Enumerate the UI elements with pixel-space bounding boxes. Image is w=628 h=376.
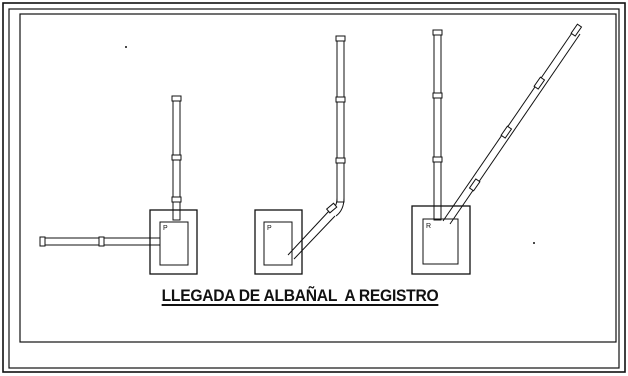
diagonal-pipe-edge (449, 33, 581, 225)
diagonal-pipe-edge (287, 210, 330, 256)
vertical-pipe (433, 33, 442, 221)
pipe-joint (468, 178, 481, 192)
pipe-joint (98, 236, 105, 247)
register-right: R (411, 23, 583, 275)
content-frame (19, 13, 617, 343)
vertical-pipe (336, 39, 345, 203)
diagonal-pipe-edge (442, 29, 575, 222)
inner-frame (8, 8, 620, 369)
pipe-joint (570, 23, 583, 37)
pipe-joint (432, 29, 443, 36)
register-label: R (426, 223, 431, 230)
register-label: P (163, 225, 168, 232)
pipe-joint (171, 154, 182, 161)
stray-dot (533, 242, 535, 244)
pipe-joint (533, 76, 546, 90)
register-box-outer (254, 209, 303, 275)
diagram-title: LLEGADA DE ALBAÑAL A REGISTRO (161, 286, 439, 305)
pipe-joint (39, 236, 46, 247)
pipe-joint (171, 196, 182, 203)
pipe-joint (335, 157, 346, 164)
register-center: P (254, 35, 346, 275)
pipe-joint (500, 125, 513, 139)
register-left: P (39, 95, 198, 275)
register-box-inner (263, 221, 293, 266)
pipe-joint (432, 92, 443, 99)
pipe-joint (325, 202, 338, 214)
stray-dot (125, 46, 127, 48)
pipe-joint (432, 156, 443, 163)
pipe-joint (335, 96, 346, 103)
pipe-joint (171, 95, 182, 102)
register-label: P (267, 225, 272, 232)
pipe-joint (335, 35, 346, 42)
diagonal-pipe-edge (293, 215, 336, 260)
